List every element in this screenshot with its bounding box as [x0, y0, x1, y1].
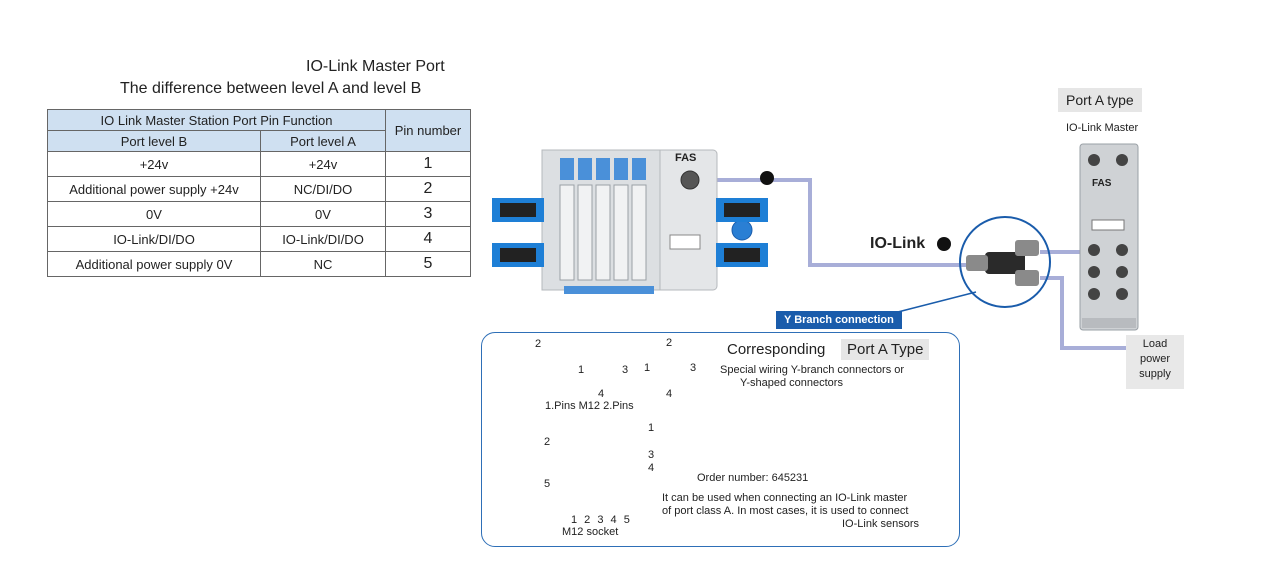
io-link-logo-icon	[760, 171, 774, 185]
cell-level-a: NC	[260, 251, 386, 277]
header-level-b: Port level B	[47, 130, 261, 152]
schematic-right-label: 1	[648, 422, 655, 434]
valve-terminal-image	[492, 149, 768, 294]
conn-right-label: 3	[690, 362, 697, 374]
master-brand-label: FAS	[1092, 178, 1112, 189]
pin-function-table: IO Link Master Station Port Pin Function…	[47, 109, 471, 277]
conn-mid-label: 3	[622, 364, 629, 376]
table-row: +24v +24v 1	[47, 151, 471, 177]
corresponding-panel	[481, 332, 960, 547]
conn-right-label: 4	[666, 388, 673, 400]
header-level-a: Port level A	[260, 130, 386, 152]
table-title-line2: The difference between level A and level…	[120, 80, 422, 97]
pins-caption: 1.Pins M12 2.Pins	[545, 400, 634, 412]
load-power-supply-box: Load power supply	[1126, 335, 1184, 389]
schematic-right-label: 4	[648, 462, 655, 474]
table-row: Additional power supply 0V NC 5	[47, 251, 471, 277]
load-line: Load	[1142, 338, 1168, 350]
cell-pin: 1	[385, 151, 471, 177]
conn-right-label: 1	[644, 362, 651, 374]
y-branch-badge: Y Branch connection	[776, 311, 902, 329]
cell-pin: 3	[385, 201, 471, 227]
conn-left-label: 2	[535, 338, 542, 350]
conn-mid-label: 4	[598, 388, 605, 400]
cell-level-a: 0V	[260, 201, 386, 227]
socket-pin-numbers: 1 2 3 4 5	[571, 514, 632, 526]
supply-line: supply	[1139, 368, 1171, 380]
schematic-right-label: 3	[648, 449, 655, 461]
panel-corresponding: Corresponding	[727, 341, 826, 358]
device-brand-label: FAS	[675, 152, 697, 164]
cell-level-a: NC/DI/DO	[260, 176, 386, 202]
special-wiring-line2: Y-shaped connectors	[740, 377, 843, 389]
special-wiring-text: Special wiring Y-branch connectors or Y-…	[720, 364, 904, 390]
io-link-master-image	[1079, 143, 1139, 331]
schematic-left-label: 2	[544, 436, 551, 448]
panel-port-a-type: Port A Type	[841, 339, 930, 360]
ybranch-connector-image	[966, 240, 1039, 286]
cable-load-supply	[1040, 276, 1126, 350]
cell-level-b: Additional power supply 0V	[47, 251, 261, 277]
schematic-left-label: 5	[544, 478, 551, 490]
socket-caption: M12 socket	[562, 526, 619, 538]
ybranch-pointer-line	[889, 291, 977, 315]
conn-right-label: 2	[666, 337, 673, 349]
cell-pin: 4	[385, 226, 471, 252]
port-a-type-label: Port A type	[1058, 88, 1142, 112]
description-line2: of port class A. In most cases, it is us…	[662, 505, 909, 517]
header-group: IO Link Master Station Port Pin Function	[47, 109, 386, 131]
special-wiring-line1: Special wiring Y-branch connectors or	[720, 364, 905, 376]
io-link-master-label: IO-Link Master	[1066, 122, 1139, 134]
order-number: Order number: 645231	[697, 472, 809, 484]
cell-pin: 5	[385, 251, 471, 277]
cell-level-b: Additional power supply +24v	[47, 176, 261, 202]
conn-mid-label: 1	[578, 364, 585, 376]
ybranch-zoom-circle	[959, 216, 1051, 308]
description-line1: It can be used when connecting an IO-Lin…	[662, 492, 908, 504]
table-title-line1: IO-Link Master Port	[306, 58, 445, 75]
io-link-label: IO-Link	[870, 235, 926, 252]
table-row: IO-Link/DI/DO IO-Link/DI/DO 4	[47, 226, 471, 252]
description-text: It can be used when connecting an IO-Lin…	[662, 492, 919, 531]
io-link-logo-icon	[937, 237, 951, 251]
table-row: 0V 0V 3	[47, 201, 471, 227]
table-row: Additional power supply +24v NC/DI/DO 2	[47, 176, 471, 202]
cell-pin: 2	[385, 176, 471, 202]
power-line: power	[1140, 353, 1170, 365]
description-line3: IO-Link sensors	[842, 518, 920, 530]
